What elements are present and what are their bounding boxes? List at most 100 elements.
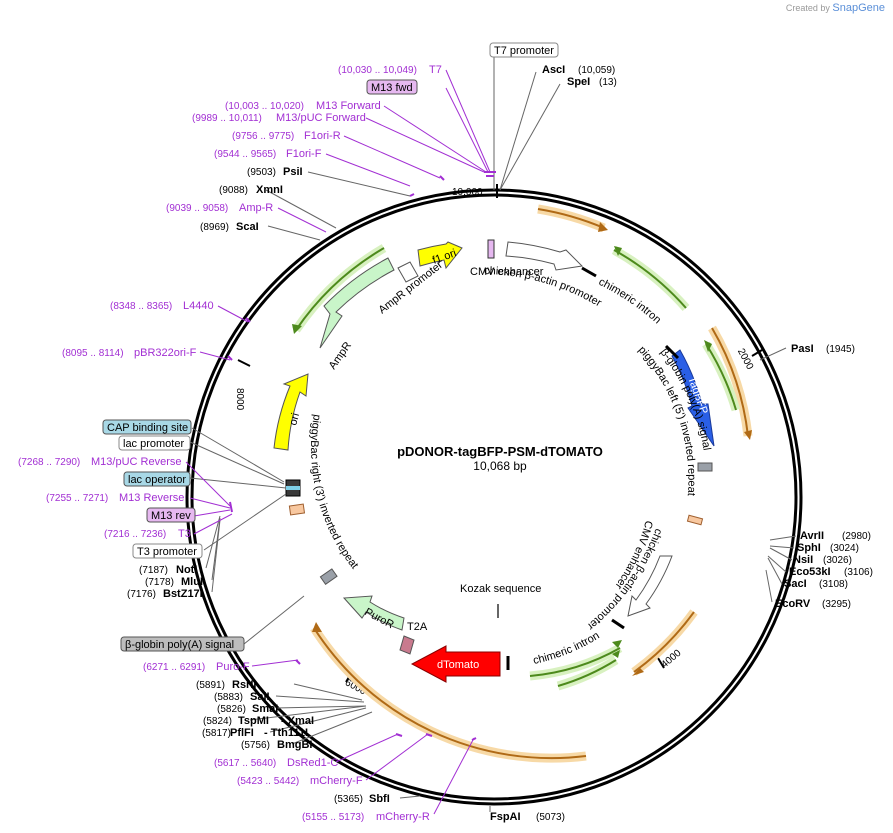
primer-pbr322-pos: (8095 .. 8114): [62, 348, 124, 359]
site-avrii-pos: (2980): [842, 531, 871, 542]
callout-scai: [267, 225, 321, 241]
junction-3: [611, 618, 625, 630]
site-avrii-name: AvrII: [800, 530, 824, 542]
primer-puro-f-name: Puro-F: [216, 661, 250, 673]
snapgene-brand: Created by SnapGene: [786, 2, 885, 14]
site-spei-pos: (13): [599, 77, 617, 88]
primer-m13rev-name: M13 Reverse: [119, 492, 184, 504]
junction-2: [664, 344, 680, 360]
callout-bmgbi: [291, 711, 373, 745]
cap-box: [102, 419, 192, 435]
primer-dsred-name: DsRed1-C: [287, 757, 338, 769]
primer-t7-pos: (10,030 .. 10,049): [338, 65, 417, 76]
arrowhead-green-3: [612, 640, 622, 648]
callout-saci: [767, 557, 783, 585]
cmv-enhancer-1-shape: [505, 241, 584, 271]
orf-arc-orange-4-core: [313, 627, 587, 760]
feat-cmv1-label: CMV enhancer: [470, 266, 544, 278]
site-saci-name: SacI: [784, 578, 807, 590]
cmv-enhancer-2-shape: [627, 555, 673, 617]
feat-intron1-label: chimeric intron: [597, 276, 663, 326]
callout-puro-f: [251, 659, 299, 667]
callout-asci: [499, 71, 537, 191]
callout-noti: [205, 515, 221, 569]
site-nsii-pos: (3026): [823, 555, 852, 566]
site-bmgbi-pos: (5756): [241, 740, 270, 751]
tick-8000: [237, 359, 251, 367]
arrowhead-orange-4: [312, 622, 322, 632]
orf-arc-orange-2-core: [711, 327, 749, 437]
callout-t3: [193, 513, 233, 535]
brand-name: SnapGene: [832, 2, 885, 14]
primer-t3-name: T3: [178, 528, 191, 540]
plasmid-size: 10,068 bp: [473, 459, 527, 473]
callout-l4440: [217, 305, 249, 323]
site-pasi-pos: (1945): [826, 344, 855, 355]
primer-dsred-pos: (5617 .. 5640): [214, 758, 276, 769]
t3-promoter-box: [132, 543, 203, 559]
primer-mcherry-f-name: mCherry-F: [310, 775, 363, 787]
site-tspmi-extra: - XmaI: [281, 715, 314, 727]
pb-left-block: [686, 514, 704, 526]
site-sali-pos: (5883): [214, 692, 243, 703]
feature-shapes: [273, 239, 715, 683]
callout-psii: [307, 171, 411, 197]
orf-arc-green-5-core: [295, 247, 385, 331]
boxed-labels: T7 promoter M13 fwd CAP binding site lac…: [102, 42, 559, 652]
site-callouts: [189, 56, 797, 812]
mark-mcherry-r: [471, 737, 477, 741]
puror-shape: [342, 595, 405, 631]
tagbfp-shape: [671, 349, 715, 447]
site-psii-pos: (9503): [247, 167, 276, 178]
feat-ori-label: ori: [287, 412, 302, 427]
callout-lac-operator: [189, 477, 287, 489]
site-fspai-name: FspAI: [490, 811, 521, 823]
backbone-inner: [190, 193, 798, 801]
orf-arc-green-4-core: [557, 659, 617, 687]
callout-ecorv: [765, 569, 773, 603]
m13-fwd-label: M13 fwd: [371, 82, 413, 94]
site-mlui-pos: (7178): [145, 577, 174, 588]
site-xmni-pos: (9088): [219, 185, 248, 196]
site-eco53ki-name: Eco53kI: [789, 566, 831, 578]
site-bmgbi-name: BmgBI: [277, 739, 312, 751]
callout-polya-box: [243, 595, 305, 645]
lac-operator-label: lac operator: [128, 474, 186, 486]
site-bstz17i-name: BstZ17I: [163, 588, 203, 600]
orf-arrowheads: [292, 222, 752, 676]
site-pasi-name: PasI: [791, 343, 814, 355]
site-sphi-pos: (3024): [830, 543, 859, 554]
feat-kozak-label: Kozak sequence: [460, 583, 541, 595]
site-noti-name: NotI: [176, 564, 197, 576]
mark-f1ori: [439, 175, 445, 181]
site-sphi-name: SphI: [797, 542, 821, 554]
primer-mcherry-r-pos: (5155 .. 5173): [302, 812, 364, 823]
callout-ampr-r: [277, 207, 327, 233]
primer-ampr-r-pos: (9039 .. 9058): [166, 203, 228, 214]
orf-arc-green-1-core: [613, 249, 687, 309]
callout-dsred: [335, 733, 399, 763]
dtomato-shape: [410, 645, 501, 683]
site-pflfi-extra: - Tth111I: [264, 727, 308, 739]
callout-m13puc-rev: [185, 461, 231, 507]
tick-label-10000: 10,000: [452, 187, 483, 198]
junction-marks: [506, 266, 680, 670]
kozak-mark: [497, 604, 499, 618]
mark-l4440: [245, 317, 251, 323]
mark-f1ori-f: [409, 193, 415, 197]
callout-pasi: [759, 347, 787, 361]
t2a-shape: [399, 635, 415, 655]
site-asci-pos: (10,059): [578, 65, 615, 76]
callout-f1ori-r: [343, 135, 441, 179]
primer-marks: [227, 171, 496, 741]
lac-promoter-label: lac promoter: [123, 438, 184, 450]
mark-dsred: [395, 733, 403, 737]
site-tspmi-pos: (5824): [203, 716, 232, 727]
site-nsii-name: NsiI: [793, 554, 813, 566]
arrowhead-green-4: [612, 650, 620, 658]
callout-spei: [499, 83, 561, 191]
tick-label-8000: 8000: [234, 388, 245, 411]
mark-pbr: [227, 355, 233, 361]
polya-box-label: β-globin poly(A) signal: [125, 639, 234, 651]
orf-arc-green-3-core: [529, 647, 621, 677]
